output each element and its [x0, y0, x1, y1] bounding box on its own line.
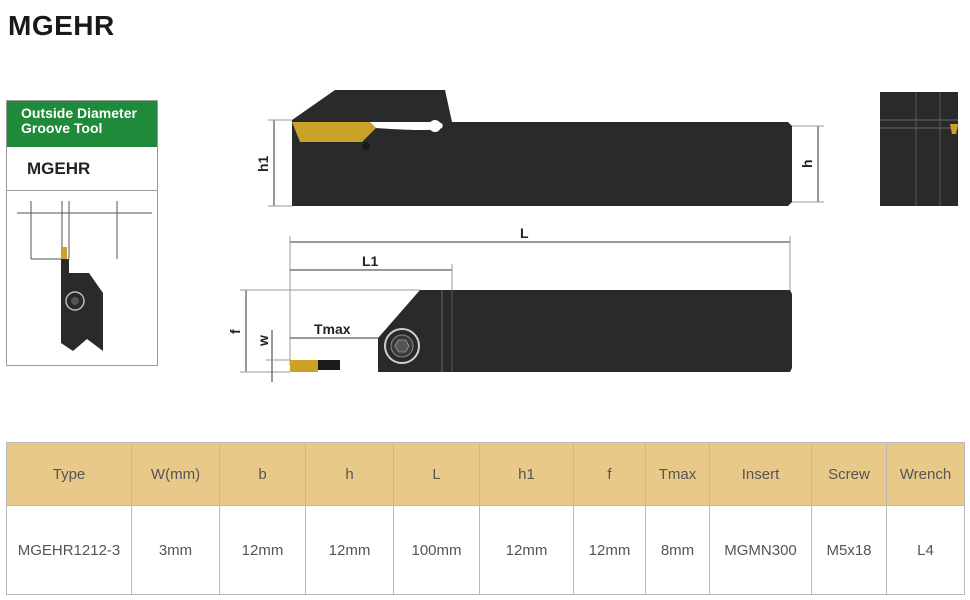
table-cell: 3mm [131, 505, 220, 595]
card-header: Outside Diameter Groove Tool [7, 101, 157, 147]
table-cell: 12mm [219, 505, 306, 595]
label-L: L [520, 225, 529, 241]
table-cell: 8mm [645, 505, 710, 595]
card-header-line2: Groove Tool [21, 120, 103, 136]
label-h: h [799, 159, 815, 168]
page-title: MGEHR [8, 10, 115, 41]
col-header: Type [6, 442, 132, 506]
col-header: h [305, 442, 394, 506]
label-w: w [255, 335, 271, 347]
table-cell: 12mm [479, 505, 574, 595]
col-header: L [393, 442, 480, 506]
label-f: f [230, 329, 243, 334]
end-view [880, 92, 958, 206]
table-header-row: Type W(mm) b h L h1 f Tmax Insert Screw … [6, 442, 965, 506]
side-view: h1 h [255, 90, 824, 207]
col-header: Insert [709, 442, 812, 506]
col-header: W(mm) [131, 442, 220, 506]
table-cell: L4 [886, 505, 965, 595]
label-h1: h1 [255, 155, 271, 172]
label-L1: L1 [362, 253, 379, 269]
table-row: MGEHR1212-3 3mm 12mm 12mm 100mm 12mm 12m… [6, 505, 965, 595]
table-cell: 12mm [573, 505, 646, 595]
spec-table: Type W(mm) b h L h1 f Tmax Insert Screw … [6, 442, 965, 595]
table-cell: 12mm [305, 505, 394, 595]
card-model: MGEHR [7, 147, 157, 191]
col-header: Screw [811, 442, 887, 506]
table-cell: MGMN300 [709, 505, 812, 595]
table-cell: MGEHR1212-3 [6, 505, 132, 595]
col-header: Tmax [645, 442, 710, 506]
table-cell: M5x18 [811, 505, 887, 595]
col-header: f [573, 442, 646, 506]
col-header: h1 [479, 442, 574, 506]
card-sketch [17, 201, 152, 351]
col-header: Wrench [886, 442, 965, 506]
label-Tmax: Tmax [314, 321, 351, 337]
tool-drawing: h1 h L L1 Tmax f [230, 90, 824, 382]
tool-info-card: Outside Diameter Groove Tool MGEHR [6, 100, 158, 366]
top-view: L L1 Tmax f w [230, 225, 792, 382]
card-header-line1: Outside Diameter [21, 105, 137, 121]
col-header: b [219, 442, 306, 506]
table-cell: 100mm [393, 505, 480, 595]
